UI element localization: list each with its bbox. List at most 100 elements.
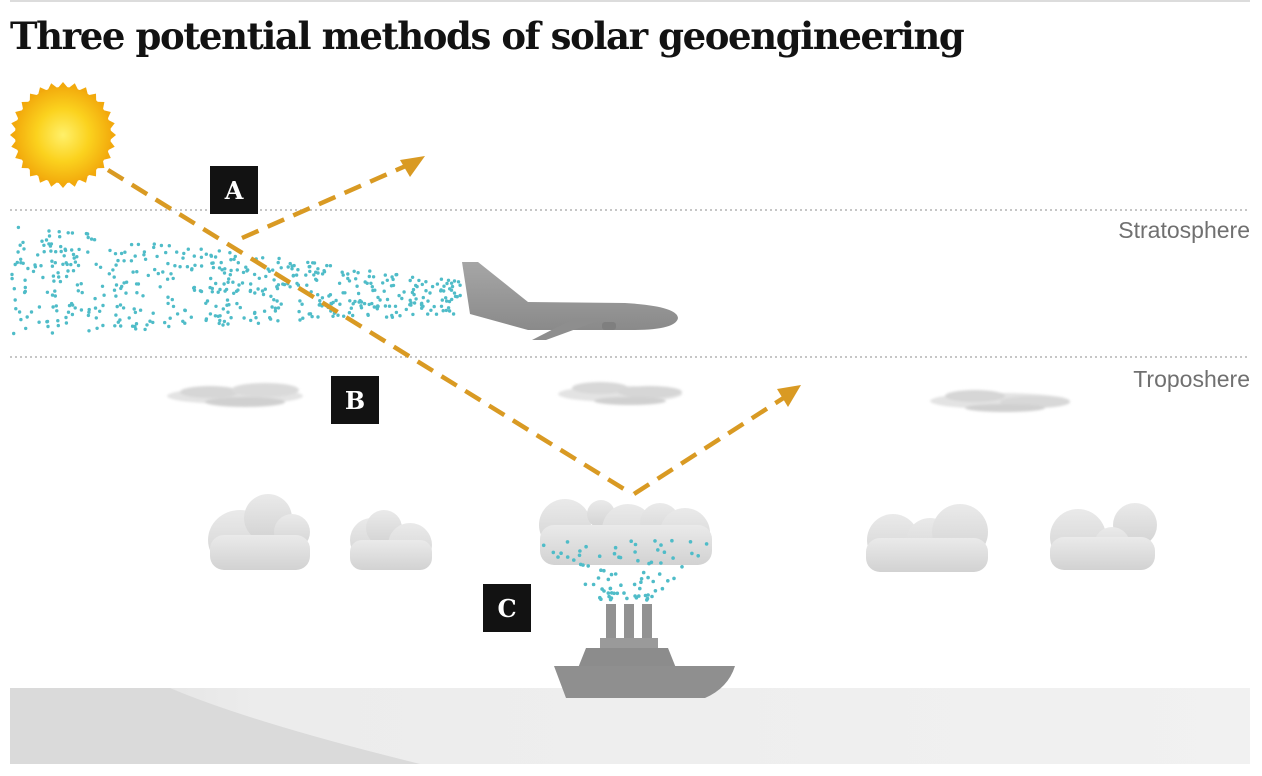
aerosol-particle [134,282,139,286]
aerosol-particle [393,304,398,308]
aerosol-particle [236,288,240,292]
aerosol-particle [134,322,139,326]
aerosol-particle [445,299,449,303]
method-b-marker: B [331,376,379,424]
aerosol-particle [59,249,63,254]
aerosol-particle [161,270,165,274]
aerosol-particle [221,323,225,327]
aerosol-particle [367,274,371,279]
spray-particle [619,583,623,587]
aerosol-particle [70,248,74,252]
aerosol-particle [87,310,91,314]
method-c-marker: C [483,584,531,632]
spray-particle [633,542,638,547]
aerosol-particle [21,240,25,245]
aerosol-particle [138,308,143,312]
aerosol-particle [155,254,159,259]
spray-particle [688,540,693,544]
aerosol-particle [208,312,213,316]
aerosol-particle [123,250,127,254]
aerosol-particle [252,272,257,277]
aerosol-particle [366,313,370,317]
spray-particle [633,550,637,554]
aerosol-particle [75,255,79,259]
aerosol-particle [50,331,55,335]
aerosol-particle [58,235,62,239]
spray-particle [606,591,611,595]
aerosol-particle [75,283,80,287]
aerosol-particle [116,320,121,324]
aerosol-particle [359,300,364,304]
aerosol-particle [442,289,446,293]
aerosol-particle [114,294,118,298]
aerosol-particle [10,272,14,277]
aerosol-particle [22,290,27,295]
aerosol-particle [444,296,448,300]
spray-particle [617,555,621,559]
aerosol-particle [376,304,380,308]
aerosol-particle [40,239,44,243]
aerosol-particle [221,307,225,311]
spray-particle [660,586,665,591]
aerosol-particle [272,298,276,302]
aerosol-particle [444,308,448,313]
aerosol-particle [166,295,170,299]
aerosol-particle [382,289,386,293]
aerosol-particle [301,316,305,320]
aerosol-particle [322,269,326,273]
aerosol-particle [227,277,231,281]
aerosol-particle [80,290,84,295]
ground [10,688,1250,764]
aerosol-particle [411,312,415,317]
aerosol-particle [371,275,376,279]
aerosol-particle [211,265,216,270]
aerosol-particle [311,261,315,265]
spray-particle [622,591,626,595]
aerosol-particle [449,281,454,285]
aerosol-particle [113,324,117,328]
aerosol-particle [101,303,105,308]
aerosol-particle [210,261,214,265]
aerosol-particle [208,285,212,290]
aerosol-particle [217,321,221,326]
aerosol-particle [307,312,311,316]
spray-particle [680,565,684,569]
aerosol-particle [346,272,350,276]
aerosol-particle [114,283,119,287]
aerosol-particle [192,254,196,258]
aerosol-particle [94,316,99,320]
aerosol-particle [14,307,18,311]
aerosol-particle [458,293,462,298]
aerosol-particle [244,265,248,269]
aerosol-particle [209,254,214,258]
aerosol-particle [133,254,137,258]
aerosol-particle [414,283,418,288]
spray-particle [632,582,637,587]
spray-particle [583,582,588,587]
aerosol-particle [214,281,218,286]
aerosol-particle [169,272,173,276]
spray-particle [670,538,674,543]
aerosol-particle [73,260,78,264]
aerosol-particle [181,256,185,260]
aerosol-particle [119,324,123,328]
arrow-head-icon [777,385,801,407]
aerosol-particle [71,269,76,273]
spray-particle [641,570,646,575]
aerosol-particle [100,284,105,288]
aerosol-particle [217,266,222,270]
aerosol-particle [115,304,119,309]
aerosol-particle [410,275,415,279]
aerosol-particle [252,311,257,316]
aerosol-particle [356,291,361,296]
aerosol-particle [168,316,172,320]
aerosol-particle [232,257,236,261]
spray-particle [653,589,658,593]
thin-cloud-icon [167,383,303,407]
aerosol-particle [334,298,338,303]
aerosol-particle [86,313,91,318]
aerosol-particle [297,309,301,314]
aerosol-particle [16,225,21,230]
aerosol-particle [152,242,156,246]
aerosol-particle [129,259,134,263]
